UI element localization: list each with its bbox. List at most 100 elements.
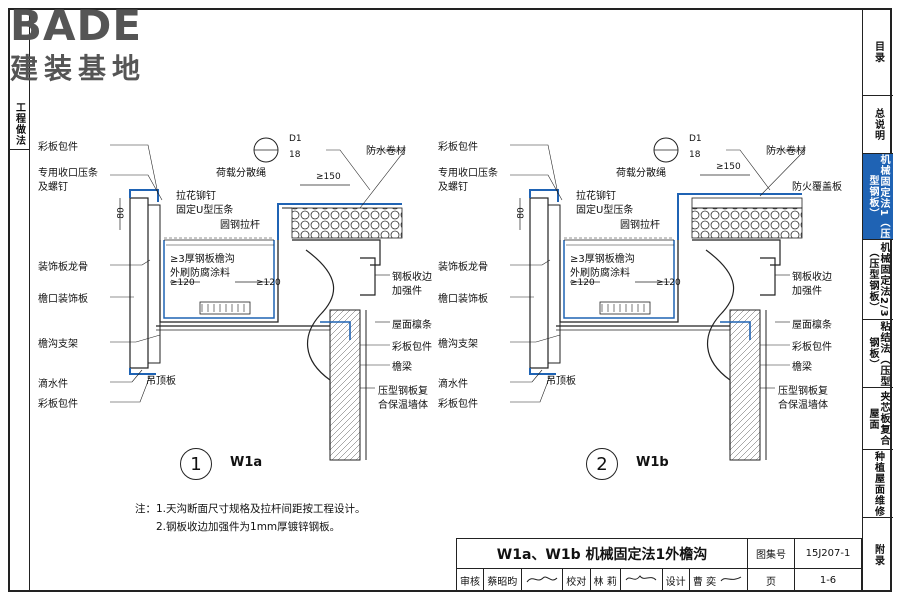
dim-120-b: ≥120 <box>656 278 681 288</box>
logo-subtitle: 建装基地 <box>10 52 147 85</box>
label-reinforce: 加强件 <box>792 286 822 297</box>
label-fire-board: 防火覆盖板 <box>792 182 842 193</box>
label-ceiling-board: 吊顶板 <box>546 376 576 387</box>
reviewer-name: 蔡昭昀 <box>483 568 522 592</box>
label-color-flashing-2: 彩板包件 <box>438 399 478 410</box>
detail-number-2: 2 <box>586 448 618 480</box>
label-eave-panel: 檐口装饰板 <box>38 294 88 305</box>
drawing-title: W1a、W1b 机械固定法1外檐沟 <box>456 538 748 569</box>
tab-appendix[interactable]: 附录 <box>863 518 893 592</box>
label-load-rope: 荷载分散绳 <box>616 168 666 179</box>
review-label: 审核 <box>455 568 485 592</box>
dim-120-b: ≥120 <box>256 278 281 288</box>
label-drip: 滴水件 <box>438 379 468 390</box>
dim-80: 80 <box>116 207 127 219</box>
callout-top: D1 <box>689 134 702 144</box>
dim-120-a: ≥120 <box>170 278 195 288</box>
label-blind-rivet: 拉花铆钉 <box>176 191 216 202</box>
tab-label: 总说明 <box>872 108 884 141</box>
note-1: 1.天沟断面尺寸规格及拉杆间距按工程设计。 <box>156 503 366 515</box>
detail-id-w1b: W1b <box>636 455 669 470</box>
label-anticorrosion: 外刷防腐涂料 <box>170 268 230 279</box>
label-color-flashing: 彩板包件 <box>38 142 78 153</box>
label-u-strip: 固定U型压条 <box>176 205 234 216</box>
label-color-flashing: 彩板包件 <box>438 142 478 153</box>
label-gutter-bracket: 檐沟支架 <box>38 339 78 350</box>
tab-label: 机械固定法1（压型钢板） <box>867 154 889 239</box>
label-load-rope: 荷载分散绳 <box>216 168 266 179</box>
drawing-area: 彩板包件 专用收口压条 及螺钉 装饰板龙骨 檐口装饰板 檐沟支架 滴水件 彩板包… <box>30 90 862 500</box>
label-eave-beam: 檐梁 <box>792 362 812 373</box>
label-trim-keel: 装饰板龙骨 <box>438 262 488 273</box>
detail-drawings <box>110 137 806 461</box>
label-purlin: 屋面檩条 <box>392 320 432 331</box>
label-trim-keel: 装饰板龙骨 <box>38 262 88 273</box>
dim-150: ≥150 <box>316 172 341 182</box>
label-wall-1: 压型钢板复 <box>778 386 828 397</box>
label-purlin: 屋面檩条 <box>792 320 832 331</box>
label-waterproof: 防水卷材 <box>766 146 806 157</box>
label-flashing-r: 彩板包件 <box>392 342 432 353</box>
dim-150: ≥150 <box>716 162 741 172</box>
notes-prefix: 注： <box>135 503 156 515</box>
label-steel-gutter: ≥3厚钢板檐沟 <box>570 254 635 265</box>
tab-label: 种植屋面维修 <box>872 450 884 517</box>
tab-label: 粘结法（压型钢板） <box>867 320 889 387</box>
label-gutter-bracket: 檐沟支架 <box>438 339 478 350</box>
tab-label: 夹芯板复合屋面 <box>867 391 889 446</box>
drawing-frame <box>8 8 892 592</box>
label-ceiling-board: 吊顶板 <box>146 376 176 387</box>
tab-label: 目录 <box>872 40 884 63</box>
atlas-label: 图集号 <box>747 538 795 569</box>
detail-w1b <box>510 137 806 461</box>
label-u-strip: 固定U型压条 <box>576 205 634 216</box>
dim-120-a: ≥120 <box>570 278 595 288</box>
label-edge-reinforce: 钢板收边 <box>792 272 832 283</box>
label-reinforce: 加强件 <box>392 286 422 297</box>
label-eave-panel: 檐口装饰板 <box>438 294 488 305</box>
atlas-number: 15J207-1 <box>794 538 862 569</box>
page-label: 页 <box>747 568 795 592</box>
label-drip: 滴水件 <box>38 379 68 390</box>
left-index-column: 工程做法 <box>8 8 30 592</box>
label-screws: 及螺钉 <box>38 182 68 193</box>
design-label: 设计 <box>661 568 690 592</box>
label-blind-rivet: 拉花铆钉 <box>576 191 616 202</box>
right-index-column: 目录 总说明 机械固定法1（压型钢板） 机械固定法2/3（压型钢板） 粘结法（压… <box>862 8 893 592</box>
designer-name: 曹 奕 <box>688 568 749 592</box>
checker-signature <box>620 568 663 592</box>
label-color-flashing-2: 彩板包件 <box>38 399 78 410</box>
check-label: 校对 <box>562 568 591 592</box>
callout-bottom: 18 <box>689 150 701 160</box>
label-closure-strip: 专用收口压条 <box>38 168 98 179</box>
tab-general-notes[interactable]: 总说明 <box>863 96 893 154</box>
label-steel-gutter: ≥3厚钢板檐沟 <box>170 254 235 265</box>
label-flashing-r: 彩板包件 <box>792 342 832 353</box>
left-tab-engineering[interactable]: 工程做法 <box>8 98 30 150</box>
notes: 注：1.天沟断面尺寸规格及拉杆间距按工程设计。 2.钢板收边加强件为1mm厚镀锌… <box>135 500 366 536</box>
tab-contents[interactable]: 目录 <box>863 8 893 96</box>
label-waterproof: 防水卷材 <box>366 146 406 157</box>
detail-id-w1a: W1a <box>230 455 263 470</box>
label-closure-strip: 专用收口压条 <box>438 168 498 179</box>
left-tab-label: 工程做法 <box>13 101 25 146</box>
tab-planting-roof[interactable]: 种植屋面维修 <box>863 450 893 518</box>
tab-sandwich-roof[interactable]: 夹芯板复合屋面 <box>863 388 893 450</box>
callout-bottom: 18 <box>289 150 301 160</box>
logo-brand: BADE <box>10 1 143 50</box>
tab-label: 机械固定法2/3（压型钢板） <box>867 241 889 318</box>
label-eave-beam: 檐梁 <box>392 362 412 373</box>
detail-w1a <box>110 137 406 461</box>
label-screws: 及螺钉 <box>438 182 468 193</box>
label-wall-2: 合保温墙体 <box>378 400 428 411</box>
callout-top: D1 <box>289 134 302 144</box>
logo: BADE 建装基地 <box>10 4 190 94</box>
dim-80: 80 <box>516 207 527 219</box>
tab-mechanical-fix-1[interactable]: 机械固定法1（压型钢板） <box>863 154 893 240</box>
label-wall-2: 合保温墙体 <box>778 400 828 411</box>
tab-mechanical-fix-2-3[interactable]: 机械固定法2/3（压型钢板） <box>863 240 893 320</box>
tab-adhesive[interactable]: 粘结法（压型钢板） <box>863 320 893 388</box>
designer-name-text: 曹 奕 <box>692 576 717 588</box>
tab-label: 附录 <box>872 544 884 566</box>
label-edge-reinforce: 钢板收边 <box>392 272 432 283</box>
